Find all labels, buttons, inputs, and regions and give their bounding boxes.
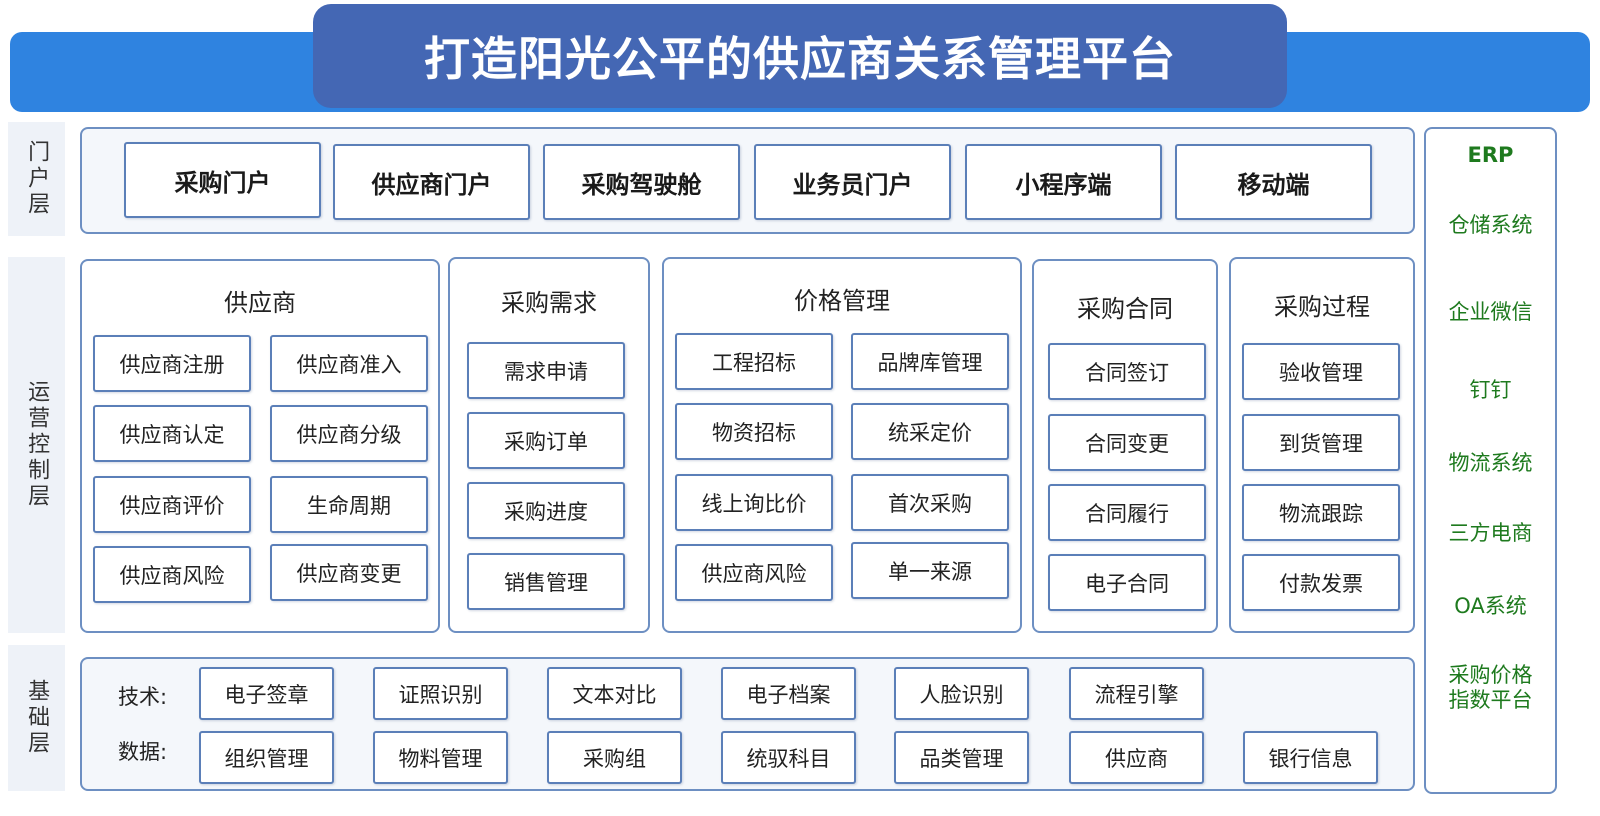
price-item[interactable]: 首次采购 (851, 474, 1009, 531)
supplier-item[interactable]: 供应商变更 (270, 544, 428, 601)
layer-label-portal: 门户层 (8, 122, 65, 236)
foundation-layer-panel: 技术: 电子签章 证照识别 文本对比 电子档案 人脸识别 流程引擎 数据: 组织… (80, 657, 1415, 791)
group-title-process: 采购过程 (1274, 293, 1370, 321)
portal-item-procurement[interactable]: 采购门户 (124, 142, 321, 218)
integrations-panel: ERP 仓储系统 企业微信 钉钉 物流系统 三方电商 OA系统 采购价格 指数平… (1424, 127, 1557, 794)
layer-label-operations: 运营控制层 (8, 257, 65, 633)
data-item[interactable]: 银行信息 (1243, 731, 1378, 784)
data-item[interactable]: 物料管理 (373, 731, 508, 784)
supplier-item[interactable]: 供应商分级 (270, 405, 428, 462)
group-title-demand: 采购需求 (501, 289, 597, 317)
layer-label-text: 运营控制层 (24, 380, 50, 510)
price-item[interactable]: 物资招标 (675, 403, 833, 460)
contract-item[interactable]: 合同变更 (1048, 414, 1206, 471)
price-item[interactable]: 品牌库管理 (851, 333, 1009, 390)
data-item[interactable]: 统驭科目 (721, 731, 856, 784)
process-item[interactable]: 物流跟踪 (1242, 484, 1400, 541)
price-item[interactable]: 供应商风险 (675, 544, 833, 601)
tech-label: 技术: (118, 685, 168, 709)
supplier-item[interactable]: 供应商认定 (93, 405, 251, 462)
portal-item-cockpit[interactable]: 采购驾驶舱 (543, 144, 740, 220)
integration-logistics: 物流系统 (1448, 451, 1533, 475)
price-item[interactable]: 单一来源 (851, 542, 1009, 599)
integration-wecom: 企业微信 (1448, 300, 1533, 324)
data-item[interactable]: 供应商 (1069, 731, 1204, 784)
contract-item[interactable]: 合同签订 (1048, 343, 1206, 400)
tech-item[interactable]: 流程引擎 (1069, 667, 1204, 720)
process-item[interactable]: 付款发票 (1242, 554, 1400, 611)
supplier-item[interactable]: 供应商风险 (93, 546, 251, 603)
supplier-item[interactable]: 供应商注册 (93, 335, 251, 392)
demand-item[interactable]: 采购进度 (467, 482, 625, 539)
data-item[interactable]: 采购组 (547, 731, 682, 784)
portal-layer-panel: 采购门户 供应商门户 采购驾驶舱 业务员门户 小程序端 移动端 (80, 127, 1415, 234)
price-item[interactable]: 线上询比价 (675, 474, 833, 531)
group-contract: 采购合同 合同签订 合同变更 合同履行 电子合同 (1032, 259, 1218, 633)
group-title-supplier: 供应商 (224, 289, 296, 317)
portal-item-supplier[interactable]: 供应商门户 (333, 144, 530, 220)
layer-label-foundation: 基础层 (8, 645, 65, 791)
tech-item[interactable]: 电子签章 (199, 667, 334, 720)
process-item[interactable]: 验收管理 (1242, 343, 1400, 400)
layer-label-text: 门户层 (24, 140, 50, 218)
data-item[interactable]: 品类管理 (894, 731, 1029, 784)
demand-item[interactable]: 采购订单 (467, 412, 625, 469)
group-price: 价格管理 工程招标 品牌库管理 物资招标 统采定价 线上询比价 首次采购 供应商… (662, 257, 1022, 633)
integration-dingtalk: 钉钉 (1469, 378, 1512, 402)
integration-oa: OA系统 (1454, 594, 1527, 618)
tech-item[interactable]: 人脸识别 (894, 667, 1029, 720)
supplier-item[interactable]: 生命周期 (270, 476, 428, 533)
process-item[interactable]: 到货管理 (1242, 414, 1400, 471)
contract-item[interactable]: 合同履行 (1048, 484, 1206, 541)
supplier-item[interactable]: 供应商准入 (270, 335, 428, 392)
demand-item[interactable]: 需求申请 (467, 342, 625, 399)
tech-item[interactable]: 文本对比 (547, 667, 682, 720)
layer-label-text: 基础层 (24, 679, 50, 757)
group-title-contract: 采购合同 (1077, 295, 1173, 323)
price-item[interactable]: 统采定价 (851, 403, 1009, 460)
integration-price-index: 采购价格 指数平台 (1448, 663, 1533, 713)
group-process: 采购过程 验收管理 到货管理 物流跟踪 付款发票 (1229, 257, 1415, 633)
portal-item-salesperson[interactable]: 业务员门户 (754, 144, 951, 220)
group-title-price: 价格管理 (794, 287, 890, 315)
demand-item[interactable]: 销售管理 (467, 553, 625, 610)
tech-item[interactable]: 证照识别 (373, 667, 508, 720)
contract-item[interactable]: 电子合同 (1048, 554, 1206, 611)
integration-ecommerce: 三方电商 (1448, 521, 1533, 545)
integration-warehouse: 仓储系统 (1448, 213, 1533, 237)
portal-item-miniprogram[interactable]: 小程序端 (965, 144, 1162, 220)
price-item[interactable]: 工程招标 (675, 333, 833, 390)
data-item[interactable]: 组织管理 (199, 731, 334, 784)
data-label: 数据: (118, 740, 168, 764)
tech-item[interactable]: 电子档案 (721, 667, 856, 720)
portal-item-mobile[interactable]: 移动端 (1175, 144, 1372, 220)
group-supplier: 供应商 供应商注册 供应商准入 供应商认定 供应商分级 供应商评价 生命周期 供… (80, 259, 440, 633)
supplier-item[interactable]: 供应商评价 (93, 476, 251, 533)
page-title: 打造阳光公平的供应商关系管理平台 (313, 4, 1287, 108)
group-demand: 采购需求 需求申请 采购订单 采购进度 销售管理 (448, 257, 650, 633)
integration-erp: ERP (1467, 143, 1514, 167)
